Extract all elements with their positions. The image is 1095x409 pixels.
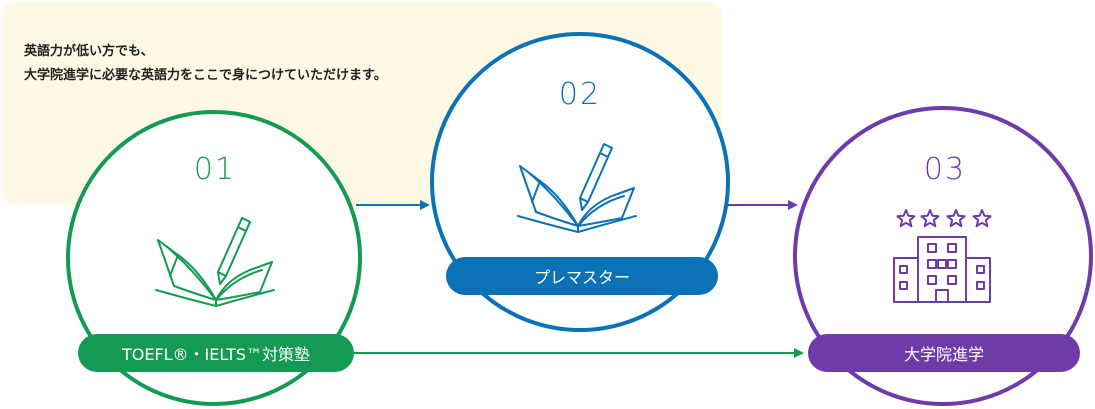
step-03-number: 03 xyxy=(923,152,967,187)
step-02-number: 02 xyxy=(558,77,602,112)
book-pencil-icon xyxy=(155,217,275,307)
step-01-number: 01 xyxy=(193,152,237,187)
star-icon xyxy=(896,209,916,228)
step-03-label: 大学院進学 xyxy=(808,334,1080,372)
step-01-label: TOEFL®・IELTS™対策塾 xyxy=(78,334,354,372)
building-stars-icon xyxy=(893,209,992,303)
star-icon xyxy=(946,209,966,228)
star-icon xyxy=(972,209,992,228)
note-line-2: 大学院進学に必要な英語力をここで身につけていただけます。 xyxy=(24,68,387,83)
book-pencil-icon xyxy=(517,143,637,233)
note-line-1: 英語力が低い方でも、 xyxy=(24,44,154,59)
step-01-circle xyxy=(66,110,362,406)
star-icon xyxy=(920,209,940,228)
step-02-circle xyxy=(430,32,730,332)
note-text: 英語力が低い方でも、 大学院進学に必要な英語力をここで身につけていただけます。 xyxy=(24,40,387,88)
step-02-label: プレマスター xyxy=(446,257,718,295)
step-03-circle xyxy=(793,106,1093,406)
